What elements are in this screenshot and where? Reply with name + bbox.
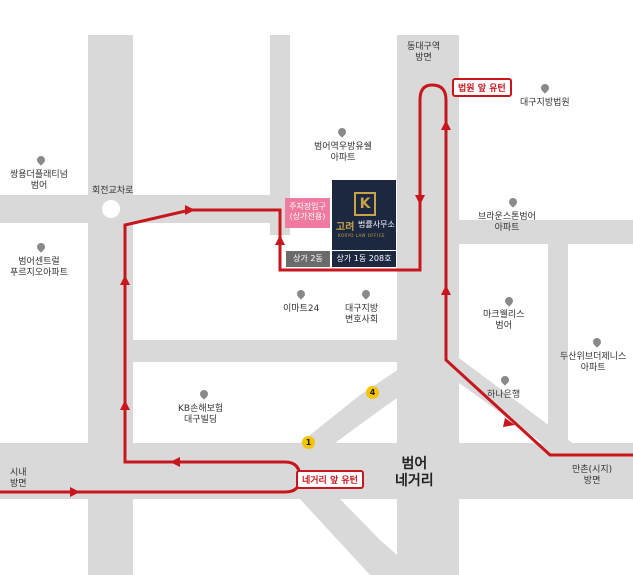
label-doosan: 두산위브더제니스 아파트 — [560, 352, 627, 373]
route-arrow-icon — [441, 285, 451, 295]
label-emart24: 이마트24 — [283, 304, 320, 314]
road-diagonal-east — [455, 355, 575, 445]
label-hana-bank: 하나은행 — [487, 390, 521, 400]
office-logo-icon: K — [354, 192, 376, 216]
office-building: K 고려 법률사무소 KORYO LAW OFFICE — [332, 180, 396, 250]
route-arrow-icon — [503, 418, 515, 427]
label-daegu-court: 대구지방법원 — [520, 98, 570, 108]
road-east-vertical — [548, 244, 568, 444]
route-arrow-icon — [120, 275, 130, 285]
block-west — [135, 230, 270, 340]
label-ssangyong: 쌍용더플래티넘 범어 — [10, 170, 68, 191]
road-diagonal-southwest — [300, 499, 420, 575]
label-manchon: 만촌(시지) 방면 — [572, 465, 613, 486]
road-middle-horizontal — [125, 340, 400, 362]
route-arrow-icon — [415, 195, 425, 205]
exit-marker-1: 1 — [302, 436, 315, 449]
route-arrow-icon — [441, 120, 451, 130]
label-beomeo-yeok-apt: 범어역우방유쉘 아파트 — [314, 142, 372, 163]
label-kb-insurance: KB손해보험 대구빌딩 — [178, 404, 224, 425]
office-sub-english: KORYO LAW OFFICE — [338, 233, 386, 238]
unit-1: 상가 1동 208호 — [332, 251, 396, 267]
route-arrow-icon — [120, 400, 130, 410]
parking-entrance: 주차장입구 (상가전용) — [285, 198, 330, 228]
label-brown-stone: 브라운스톤범어 아파트 — [478, 212, 536, 233]
road-east-horizontal — [458, 220, 633, 244]
road-diagonal-west — [300, 365, 420, 443]
roads — [0, 35, 633, 575]
office-name: 법률사무소 — [358, 220, 395, 229]
label-bar-assoc: 대구지방 변호사회 — [345, 304, 379, 325]
road-parking-vertical — [270, 35, 290, 235]
exit-marker-4: 4 — [366, 386, 379, 399]
route-arrow-icon — [170, 457, 180, 467]
blocks — [135, 100, 397, 340]
route-arrow-icon — [70, 487, 80, 497]
route-arrows — [70, 120, 515, 497]
label-beomeo-crossroad: 범어 네거리 — [395, 456, 434, 489]
label-roundabout: 회전교차로 — [92, 186, 134, 196]
route-arrow-icon — [185, 205, 195, 215]
court-uturn-badge: 법원 앞 유턴 — [452, 78, 512, 97]
label-city-center: 시내 방면 — [10, 468, 27, 489]
label-mark-wellis: 마크웰리스 범어 — [483, 310, 525, 331]
label-beomeo-central: 범어센트럴 푸르지오아파트 — [10, 257, 68, 278]
office-logo-text: 고려 — [336, 222, 355, 233]
crossroad-uturn-badge: 네거리 앞 유턴 — [296, 470, 364, 489]
unit-2: 상가 2동 — [286, 251, 330, 267]
roundabout-island — [102, 200, 120, 218]
label-dongdaegu: 동대구역 방면 — [407, 42, 441, 63]
route-arrow-icon — [275, 235, 285, 245]
